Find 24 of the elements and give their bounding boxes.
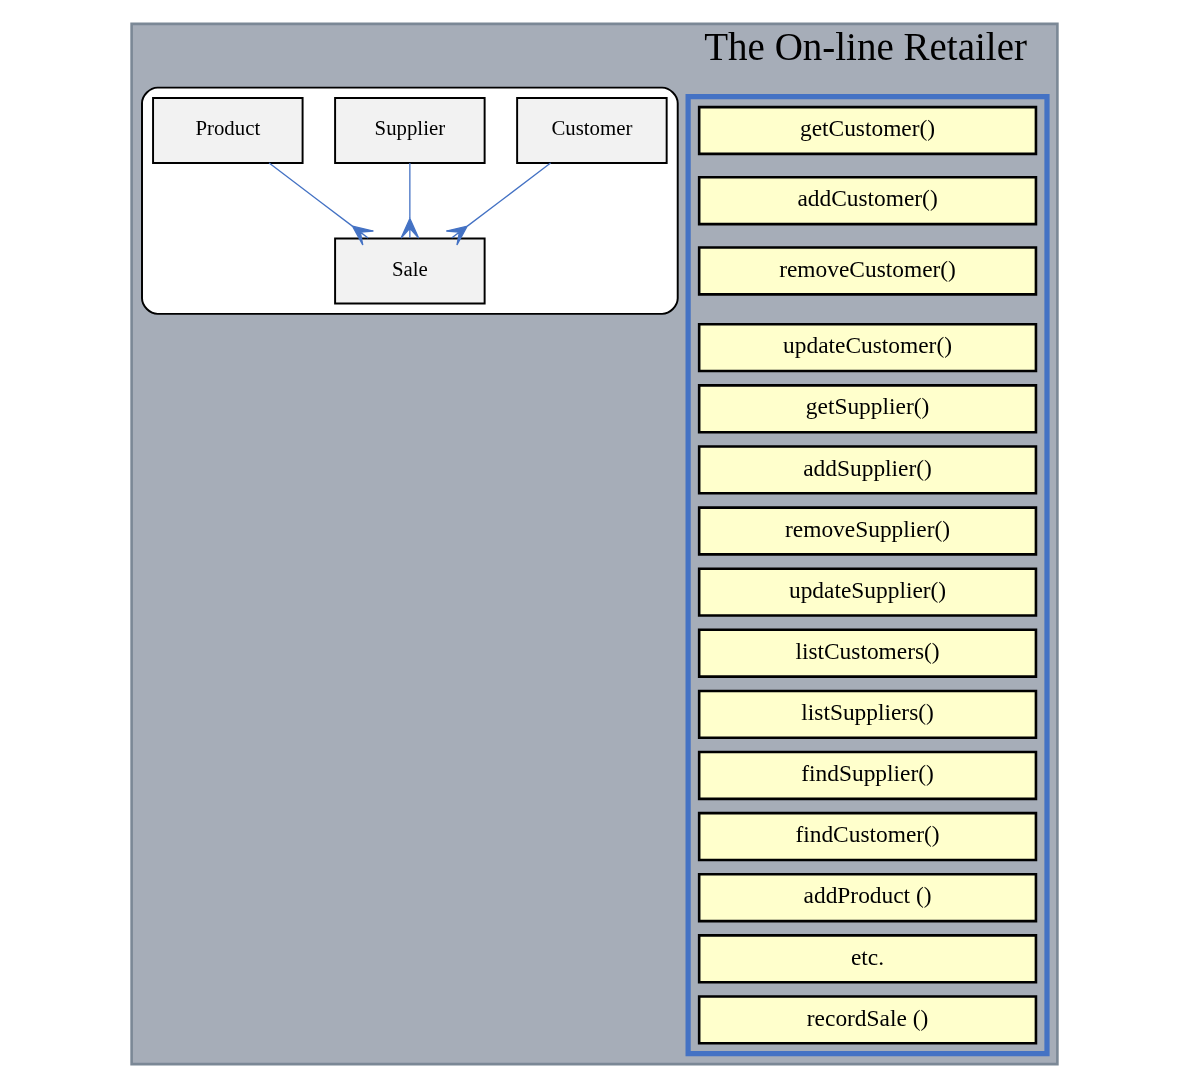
node-box: getSupplier() (697, 384, 1038, 434)
node-box: addSupplier() (697, 445, 1038, 495)
node-box: Sale (334, 237, 486, 305)
node-box: addCustomer() (697, 176, 1038, 226)
node-box: updateSupplier() (697, 567, 1038, 617)
node-box: Customer (516, 97, 668, 164)
connector (445, 162, 552, 246)
connector (400, 162, 420, 239)
node-box: listCustomers() (697, 628, 1038, 678)
node-box: recordSale () (697, 995, 1038, 1045)
node-box: findCustomer() (697, 811, 1038, 862)
node-box: removeSupplier() (697, 506, 1038, 556)
node-box: addProduct () (697, 872, 1038, 923)
node-box: removeCustomer() (697, 246, 1038, 296)
node-box: listSuppliers() (697, 689, 1038, 740)
node-box: updateCustomer() (697, 322, 1038, 373)
node-box: findSupplier() (697, 750, 1038, 801)
cluster (141, 86, 679, 315)
cluster (685, 94, 1050, 1057)
node-box: etc. (697, 934, 1038, 984)
node-box: getCustomer() (697, 105, 1038, 156)
connector (268, 162, 375, 246)
node-box: Supplier (334, 97, 486, 164)
node-box: Product (152, 97, 304, 164)
